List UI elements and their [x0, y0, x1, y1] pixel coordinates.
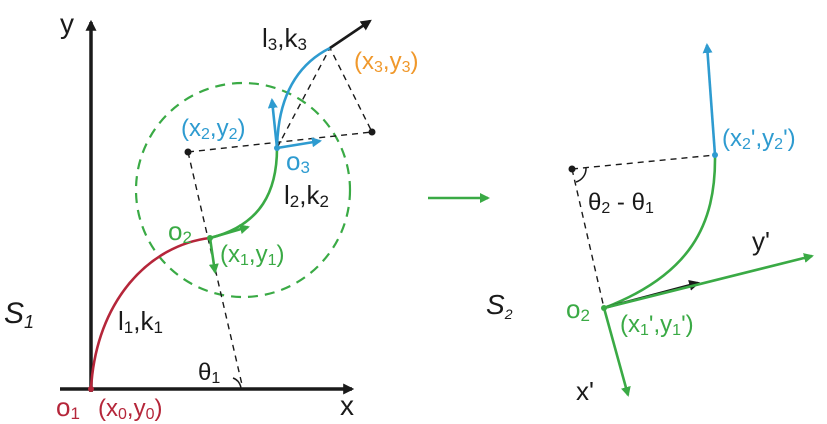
center-dot-2: [368, 128, 376, 136]
o3-y-arrow: [267, 98, 279, 149]
theta-diff-arc: [575, 167, 587, 183]
theta-diff-label: θ2 - θ1: [588, 189, 654, 217]
s2-blue-arrow: [702, 43, 717, 156]
o3-label: o3: [286, 146, 310, 177]
o2-y-arrow: [208, 237, 219, 274]
center-dot-right: [568, 165, 576, 173]
point-o2-right: [601, 305, 607, 311]
frame-s2-label: S2: [486, 289, 513, 322]
x-axis-label: x: [340, 390, 354, 421]
o2-x-arrow: [209, 224, 250, 240]
seg2-label: l2,k2: [284, 180, 329, 211]
point-o3: [274, 145, 280, 151]
seg3-label: l3,k3: [262, 23, 307, 54]
theta1-label: θ1: [198, 359, 220, 387]
yprime-axis: [603, 253, 814, 310]
theta1-arc: [232, 377, 242, 390]
o3-x-arrow: [276, 137, 322, 150]
frame-s1-label: S1: [4, 297, 34, 332]
p2-label: (x2,y2): [181, 115, 245, 143]
segment-3-curve: [275, 46, 331, 149]
xprime-axis: [602, 307, 631, 397]
xprime-label: x': [576, 376, 594, 406]
p3-label: (x3,y3): [354, 48, 418, 76]
segment-2-rotated-curve: [603, 154, 717, 310]
p1-rotated-label: (x1',y1'): [620, 311, 694, 339]
o2-rotated-label: o2: [566, 294, 590, 325]
segment-2-curve: [209, 147, 279, 240]
center-dot: [184, 148, 192, 156]
point-p2-right: [712, 152, 718, 158]
o2-label: o2: [168, 216, 192, 247]
p2-rotated-label: (x2',y2'): [722, 125, 796, 153]
y-axis-label: y: [60, 8, 74, 39]
tip-arrow: [329, 19, 372, 50]
dashed-circle: [134, 81, 352, 299]
o1-label: o1: [56, 392, 80, 423]
yprime-label: y': [752, 226, 770, 256]
segment-1-curve: [89, 236, 211, 390]
p0-label: (x0,y0): [98, 395, 162, 423]
point-o1: [88, 386, 94, 392]
seg1-label: l1,k1: [118, 306, 163, 337]
dashed-lines-right: [571, 154, 716, 309]
p1-label: (x1,y1): [220, 241, 284, 269]
point-o2: [207, 235, 213, 241]
dashed-lines-left: [187, 46, 373, 390]
